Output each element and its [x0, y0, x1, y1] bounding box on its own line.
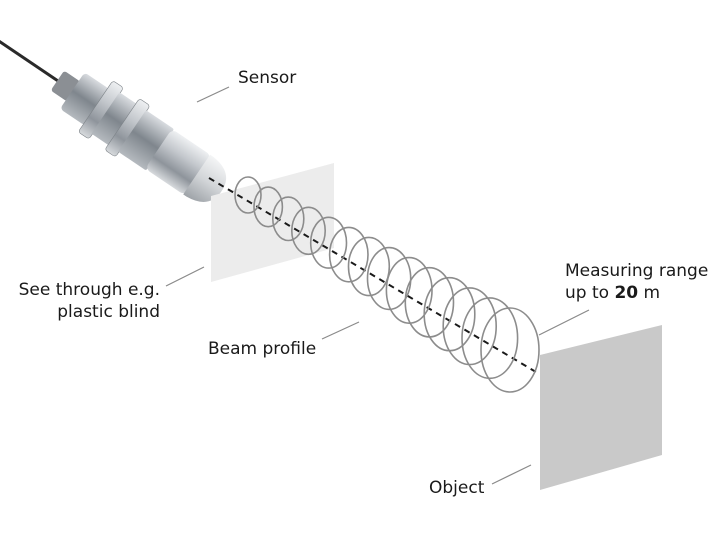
see-through-label-line1: See through e.g.	[18, 280, 160, 300]
beam-ring	[461, 297, 519, 380]
see-through-label: See through e.g. plastic blind	[10, 279, 160, 323]
measuring-range-label-line2: up to 20 m	[565, 282, 708, 304]
beam-profile-label: Beam profile	[208, 339, 317, 359]
beam-ring	[309, 216, 348, 269]
beam-ring	[366, 246, 412, 311]
measuring-range-value: 20	[614, 283, 639, 303]
beam-ring	[271, 196, 305, 242]
object-label: Object	[429, 478, 485, 498]
beam-ring	[328, 226, 369, 283]
measuring-range-prefix: up to	[565, 283, 615, 303]
sensor-leader	[196, 86, 230, 103]
see-through-label-line2: plastic blind	[57, 302, 160, 322]
beam-ring	[253, 186, 284, 228]
beam-profile-leader	[321, 321, 360, 340]
measuring-range-unit: m	[638, 283, 661, 303]
beam-ring	[290, 206, 326, 256]
beam-profile-rings	[234, 176, 540, 393]
measuring-range-label-line1: Measuring range	[565, 261, 709, 281]
beam-ring	[385, 256, 433, 325]
measuring-range-leader	[538, 309, 590, 336]
beam-axis	[208, 177, 537, 373]
see-through-leader	[165, 266, 205, 287]
beam-ring	[347, 236, 391, 297]
beam-ring	[442, 287, 498, 366]
beam-ring	[234, 176, 262, 214]
sensor-label: Sensor	[238, 68, 297, 88]
object-leader	[491, 464, 532, 485]
sensor-device	[0, 28, 227, 202]
beam-ring	[480, 307, 540, 393]
measuring-range-label: Measuring range up to 20 m	[565, 260, 708, 304]
object-panel	[540, 325, 662, 490]
